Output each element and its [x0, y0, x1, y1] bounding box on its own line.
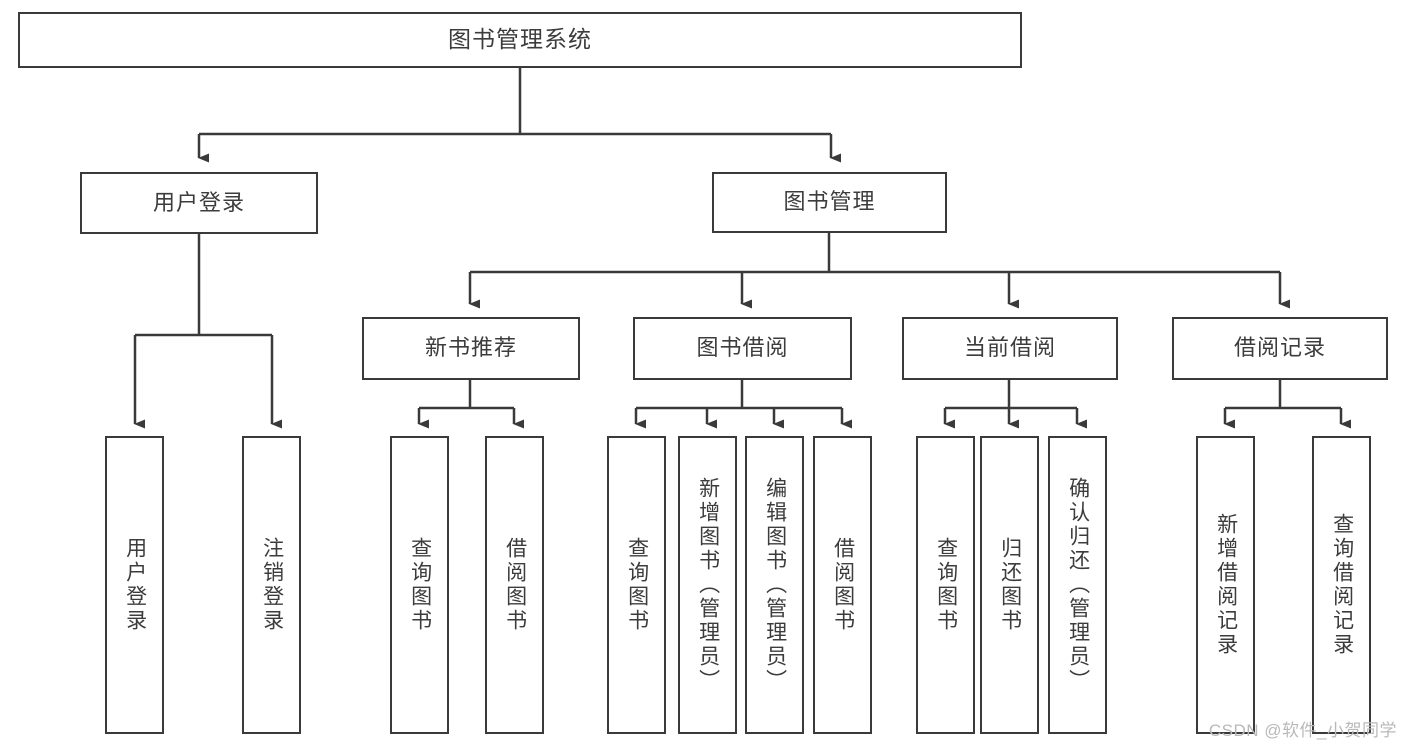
node-label: 查询图书: [408, 537, 432, 633]
node-label: 新增借阅记录: [1214, 513, 1238, 657]
node-label: 图书管理系统: [448, 26, 592, 53]
node-user-login[interactable]: 用户登录: [80, 172, 318, 234]
node-label: 查询借阅记录: [1330, 513, 1354, 657]
node-leaf-borrow-book-2[interactable]: 借阅图书: [813, 436, 872, 734]
node-leaf-query-record[interactable]: 查询借阅记录: [1312, 436, 1371, 734]
node-leaf-borrow-book-1[interactable]: 借阅图书: [485, 436, 544, 734]
node-label: 查询图书: [934, 537, 958, 633]
node-new-book-recommend[interactable]: 新书推荐: [362, 317, 580, 380]
node-label: 当前借阅: [963, 335, 1056, 361]
node-leaf-query-book-1[interactable]: 查询图书: [390, 436, 449, 734]
node-current-borrow[interactable]: 当前借阅: [902, 317, 1118, 380]
node-leaf-confirm-return[interactable]: 确认归还（管理员）: [1048, 436, 1107, 734]
node-label: 用户登录: [152, 189, 245, 215]
node-label: 图书管理: [783, 189, 876, 215]
node-label: 查询图书: [625, 537, 649, 633]
node-book-management[interactable]: 图书管理: [712, 172, 947, 233]
node-leaf-logout-login[interactable]: 注销登录: [242, 436, 301, 734]
node-label: 借阅记录: [1233, 335, 1326, 361]
node-label: 注销登录: [260, 537, 284, 633]
node-label: 借阅图书: [831, 537, 855, 633]
node-label: 图书借阅: [696, 335, 789, 361]
node-leaf-add-book[interactable]: 新增图书（管理员）: [678, 436, 737, 734]
node-label: 确认归还（管理员）: [1066, 477, 1090, 693]
node-book-borrow[interactable]: 图书借阅: [633, 317, 852, 380]
node-label: 借阅图书: [503, 537, 527, 633]
node-label: 归还图书: [998, 537, 1022, 633]
node-leaf-return-book[interactable]: 归还图书: [980, 436, 1039, 734]
node-label: 编辑图书（管理员）: [763, 477, 787, 693]
node-leaf-user-login[interactable]: 用户登录: [105, 436, 164, 734]
node-leaf-edit-book[interactable]: 编辑图书（管理员）: [745, 436, 804, 734]
node-leaf-query-book-3[interactable]: 查询图书: [916, 436, 975, 734]
node-leaf-query-book-2[interactable]: 查询图书: [607, 436, 666, 734]
node-label: 新增图书（管理员）: [696, 477, 720, 693]
node-label: 新书推荐: [424, 335, 517, 361]
node-borrow-record[interactable]: 借阅记录: [1172, 317, 1388, 380]
node-leaf-add-record[interactable]: 新增借阅记录: [1196, 436, 1255, 734]
node-label: 用户登录: [123, 537, 147, 633]
node-root-book-management-system[interactable]: 图书管理系统: [18, 12, 1022, 68]
watermark: CSDN @软件_小贺同学: [1208, 721, 1397, 740]
